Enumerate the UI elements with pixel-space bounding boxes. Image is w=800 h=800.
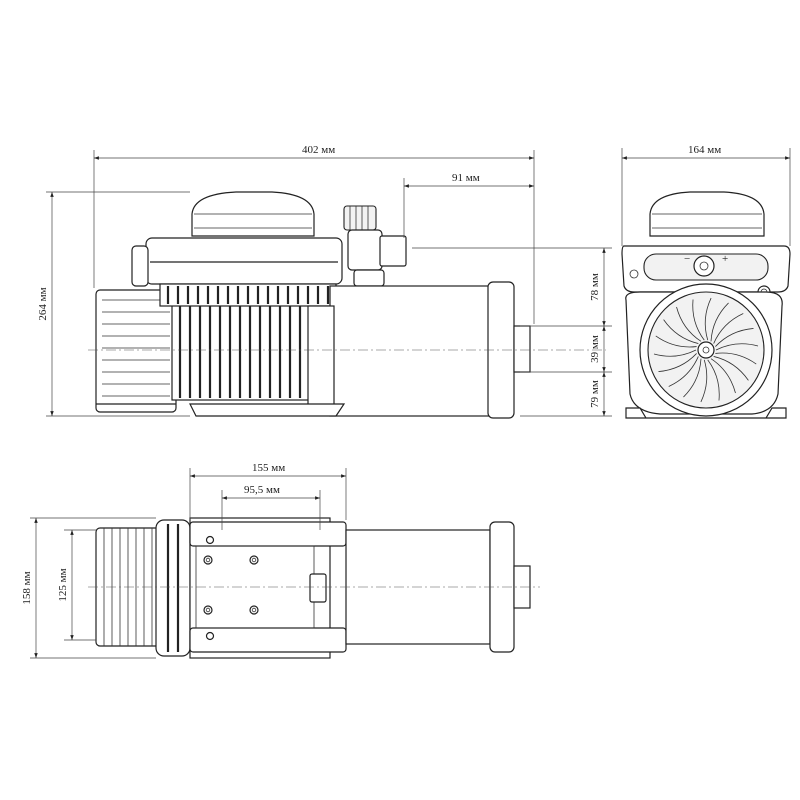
dim-front-lower: 79 мм [589,380,601,408]
outlet-fitting [343,205,407,287]
motor-cover-ribs [96,299,176,405]
top-clip [309,573,327,603]
dim-base-inner: 95,5 мм [244,484,280,496]
control-minus-label: − [684,253,690,265]
control-plus-label: + [722,253,728,265]
fan-hub [697,341,715,359]
inlet-port [513,325,531,373]
dim-base-outer: 155 мм [252,462,285,474]
front-view: − + [621,144,791,419]
dim-front-middle: 39 мм [589,335,601,363]
dim-height: 264 мм [37,287,49,320]
controller-housing [145,237,343,285]
dim-width-front: 164 мм [688,144,721,156]
mounting-holes [203,535,259,641]
dim-base-width-outer: 158 мм [21,571,33,604]
dim-overall-length: 402 мм [302,144,335,156]
front-bolt-left [629,269,639,279]
dim-base-width-inner: 125 мм [57,568,69,601]
control-knob[interactable] [693,255,715,277]
top-rail-lower [189,627,347,653]
dim-front-upper: 78 мм [589,273,601,301]
casing-coupling [307,305,335,413]
front-foot [625,407,787,419]
controller-side-bracket [131,245,149,287]
dim-outlet-offset: 91 мм [452,172,480,184]
motor-fan-cover [95,289,177,413]
side-view: 402 мм 91 мм 264 мм 78 мм 39 мм 79 мм [37,144,612,419]
heatsink-fins [166,286,330,304]
top-rail-upper [189,521,347,547]
pump-casing [329,285,493,417]
base-foot [189,403,346,417]
top-fan-ribs [103,528,161,646]
top-motor-frame [155,519,191,657]
fan-blades [653,297,759,403]
top-view: 155 мм 95,5 мм 158 мм 125 мм [21,462,540,659]
